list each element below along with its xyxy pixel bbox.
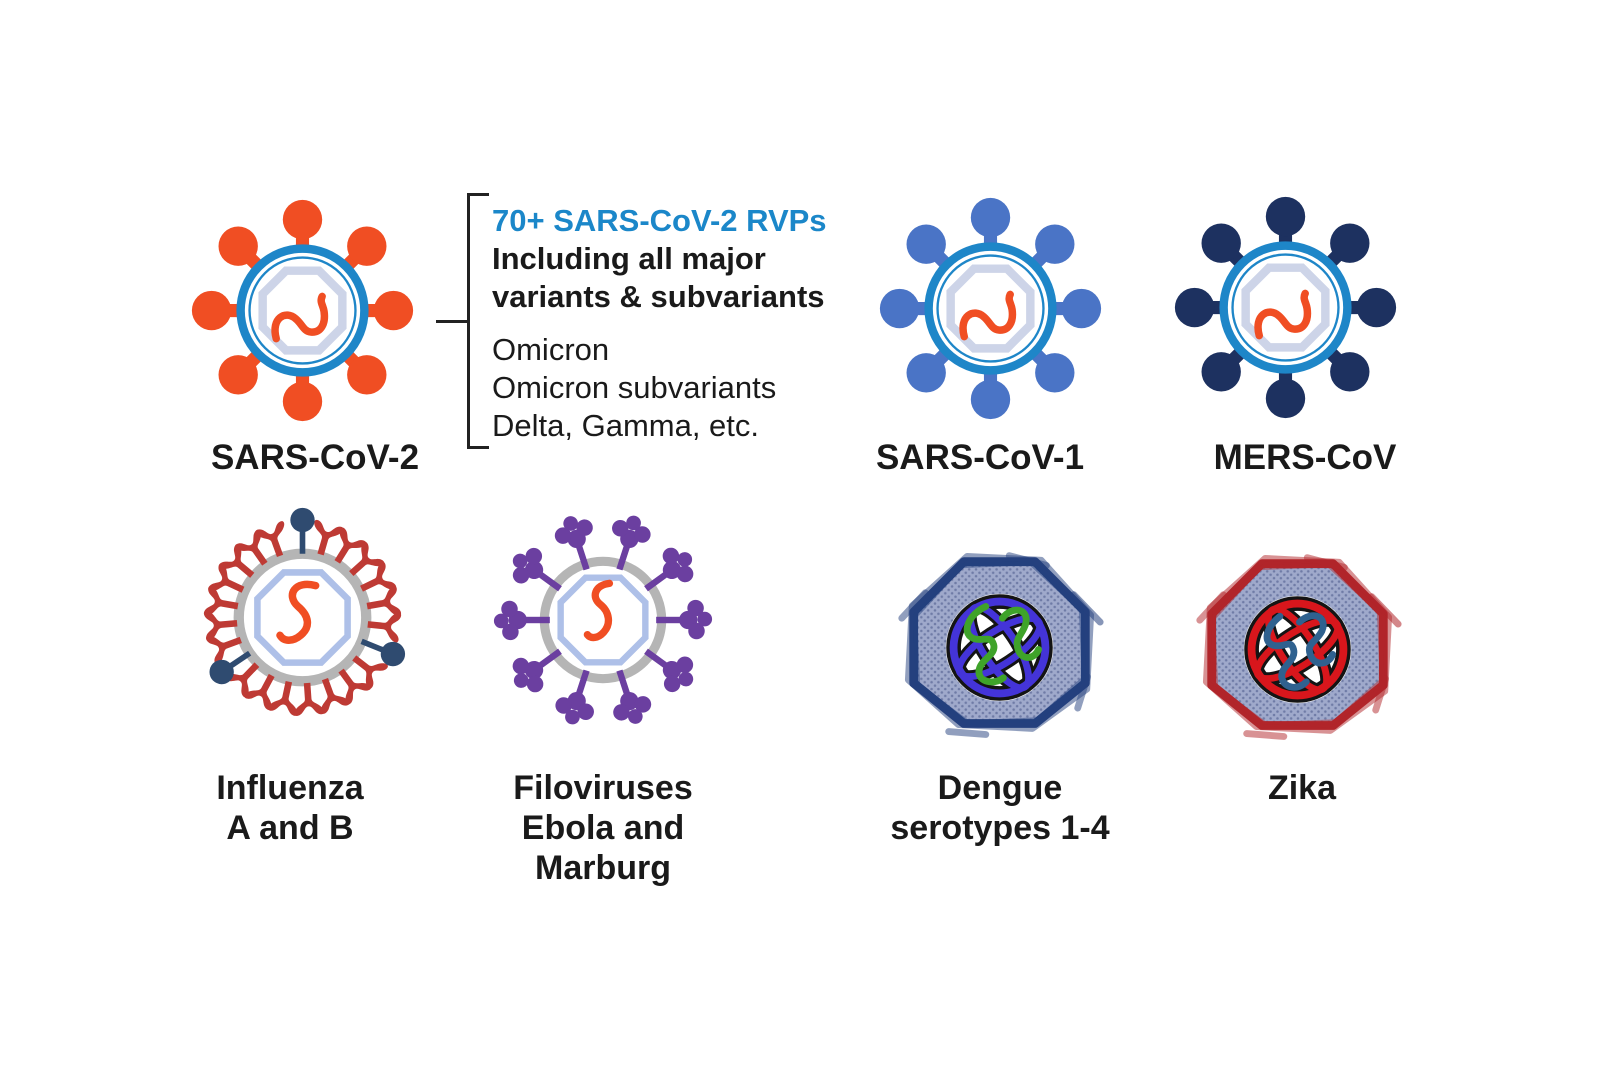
annotation-item: Omicron <box>492 332 610 367</box>
dengue-label-line1: Dengue <box>937 769 1063 807</box>
annotation-items: Omicron Omicron subvariants Delta, Gamma… <box>492 331 827 445</box>
annotation-headline: 70+ SARS-CoV-2 RVPs <box>492 203 827 238</box>
dengue-label-line2: serotypes 1-4 <box>890 809 1110 847</box>
zika-label: Zika <box>1152 768 1452 808</box>
annotation-subhead-line1: Including all major <box>492 241 766 276</box>
annotation-subhead-line2: variants & subvariants <box>492 279 825 314</box>
influenza-label: Influenza A and B <box>140 768 440 848</box>
annotation-item: Delta, Gamma, etc. <box>492 408 760 443</box>
bracket <box>467 193 489 449</box>
annotation-item: Omicron subvariants <box>492 370 777 405</box>
mers-cov-virion-icon <box>1174 196 1397 419</box>
sars-cov-1-virion-icon <box>879 197 1102 420</box>
sars2-annotation-block: 70+ SARS-CoV-2 RVPs Including all major … <box>492 202 827 445</box>
connector-line <box>436 320 468 323</box>
zika-label-line1: Zika <box>1267 769 1337 807</box>
sars-cov-1-label: SARS-CoV-1 <box>875 438 1085 477</box>
influenza-label-line1: Influenza <box>216 769 364 807</box>
influenza-virion-icon <box>203 507 409 717</box>
filoviruses-label-line2: Ebola and Marburg <box>521 809 685 887</box>
filoviruses-label: Filoviruses Ebola and Marburg <box>453 768 753 888</box>
zika-capsid-icon <box>1190 542 1405 757</box>
dengue-label: Dengue serotypes 1-4 <box>850 768 1150 848</box>
filovirus-virion-icon <box>493 510 713 730</box>
filoviruses-label-line1: Filoviruses <box>513 769 693 807</box>
sars-cov-2-label: SARS-CoV-2 <box>210 438 420 477</box>
sars-cov-2-virion-icon <box>191 199 414 422</box>
mers-cov-label: MERS-CoV <box>1213 438 1397 477</box>
annotation-subhead: Including all major variants & subvarian… <box>492 240 827 316</box>
influenza-label-line2: A and B <box>226 809 354 847</box>
dengue-capsid-icon <box>892 540 1107 755</box>
